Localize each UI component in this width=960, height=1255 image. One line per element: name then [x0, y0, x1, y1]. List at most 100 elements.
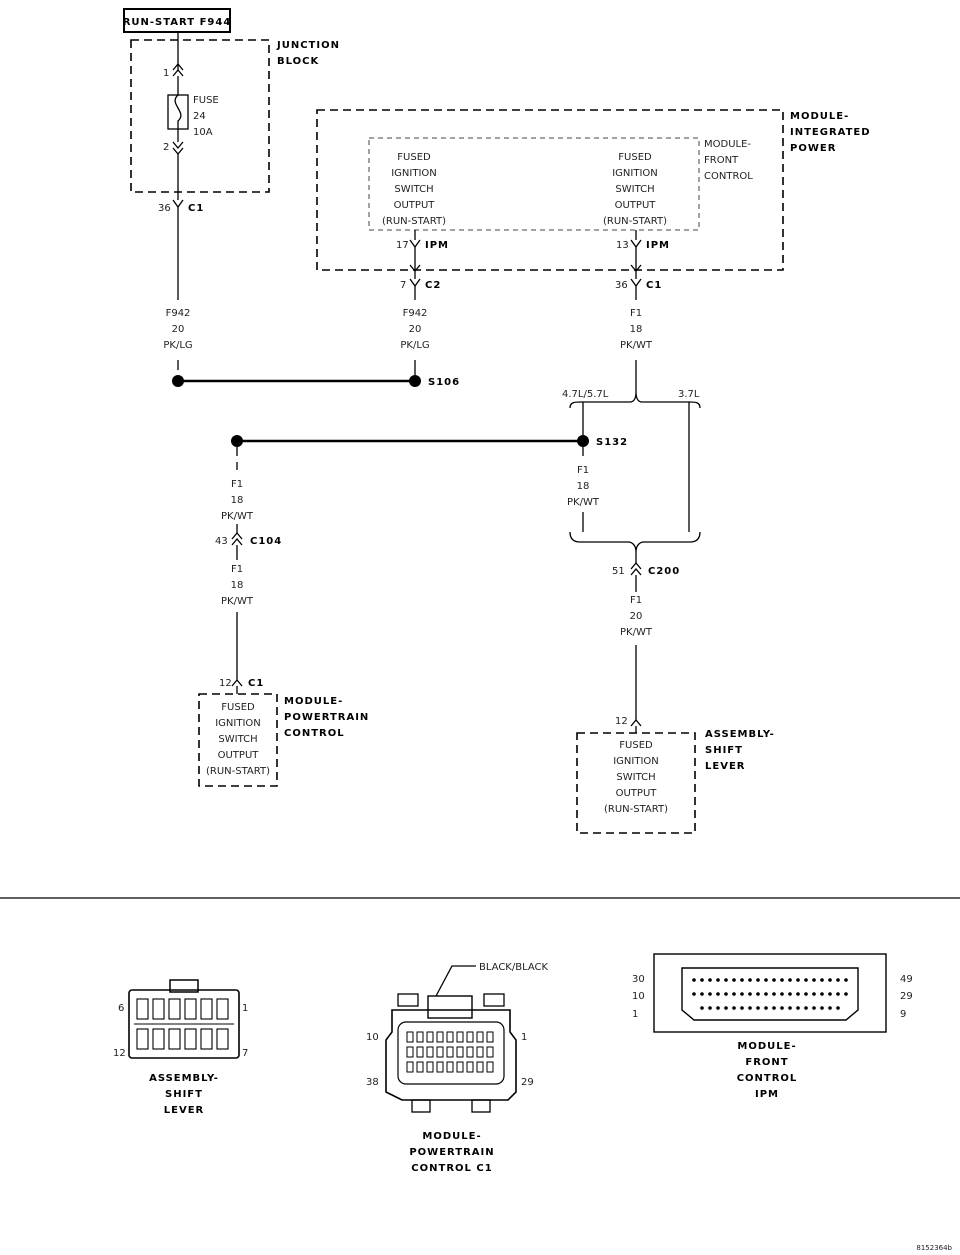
svg-text:IGNITION: IGNITION — [215, 718, 261, 729]
shift-conn-label-2: SHIFT — [165, 1089, 203, 1100]
fuse-number: 24 — [193, 111, 206, 122]
fcm-pin-10: 10 — [632, 991, 645, 1002]
pcm-pin-1: 1 — [521, 1032, 527, 1043]
svg-text:SWITCH: SWITCH — [615, 184, 654, 195]
pcm-conn-label-1: MODULE- — [422, 1131, 481, 1142]
pcm-label-1: MODULE- — [284, 696, 343, 707]
mfc-label-3: CONTROL — [704, 171, 753, 182]
svg-text:(RUN-START): (RUN-START) — [206, 766, 270, 777]
svg-text:SWITCH: SWITCH — [218, 734, 257, 745]
pcm-label-2: POWERTRAIN — [284, 712, 369, 723]
c1-right-name: C1 — [646, 280, 662, 291]
wire-f1-a-gauge: 18 — [630, 324, 643, 335]
engine-variant-bracket — [569, 391, 701, 409]
wire-f942-a-gauge: 20 — [172, 324, 185, 335]
wire-f1-d-gauge: 18 — [231, 580, 244, 591]
pcm-pin-29: 29 — [521, 1077, 534, 1088]
c200-name: C200 — [648, 566, 680, 577]
fcm-ipm-connector-icon — [653, 953, 887, 1033]
shift-label-3: LEVER — [705, 761, 745, 772]
pcm-c1-connector-icon — [385, 965, 517, 1113]
ipm-right-pin: 13 — [616, 240, 629, 251]
c1-right-pin: 36 — [615, 280, 628, 291]
fcm-pin-29: 29 — [900, 991, 913, 1002]
splice-dot — [231, 435, 243, 447]
wire-f1-a-circuit: F1 — [630, 308, 642, 319]
wire-f1-e-color: PK/WT — [620, 627, 653, 638]
fcm-conn-label-1: MODULE- — [737, 1041, 796, 1052]
svg-text:SWITCH: SWITCH — [394, 184, 433, 195]
shift-pin-12: 12 — [113, 1048, 126, 1059]
ipm-right-name: IPM — [646, 240, 670, 251]
fcm-conn-label-3: CONTROL — [737, 1073, 798, 1084]
wire-f1-c-circuit: F1 — [231, 479, 243, 490]
mfc-output-right: FUSED IGNITION SWITCH OUTPUT (RUN-START) — [603, 152, 667, 227]
shift-lever-box — [576, 732, 696, 834]
c200-pin: 51 — [612, 566, 625, 577]
svg-text:FUSED: FUSED — [619, 740, 653, 751]
mfc-output-left: FUSED IGNITION SWITCH OUTPUT (RUN-START) — [382, 152, 446, 227]
svg-text:FUSED: FUSED — [397, 152, 431, 163]
pcm-conn-pin: 12 — [219, 678, 232, 689]
pcm-conn-label-3: CONTROL C1 — [411, 1163, 492, 1174]
mfc-label-2: FRONT — [704, 155, 739, 166]
circuit-label-box — [123, 8, 231, 33]
fcm-pin-9: 9 — [900, 1009, 906, 1020]
junction-block-label-2: BLOCK — [277, 56, 319, 67]
wire-f942-a-color: PK/LG — [163, 340, 192, 351]
splice-s132-dot — [577, 435, 589, 447]
shift-conn-label-1: ASSEMBLY- — [149, 1073, 219, 1084]
jb-c1-name: C1 — [188, 203, 204, 214]
wire-f1-d-circuit: F1 — [231, 564, 243, 575]
pcm-c1-callout: BLACK/BLACK — [479, 962, 549, 973]
wire-f942-b-color: PK/LG — [400, 340, 429, 351]
figure-id: 8152364b — [916, 1244, 952, 1252]
svg-text:OUTPUT: OUTPUT — [616, 788, 658, 799]
shift-pin-6: 6 — [118, 1003, 124, 1014]
shift-lever-connector-icon — [128, 979, 240, 1059]
pcm-conn-name: C1 — [248, 678, 264, 689]
junction-block-box — [130, 39, 270, 193]
svg-text:(RUN-START): (RUN-START) — [604, 804, 668, 815]
wire-f1-b-gauge: 18 — [577, 481, 590, 492]
wire-f942-b-circuit: F942 — [403, 308, 428, 319]
wire-f1-c-color: PK/WT — [221, 511, 254, 522]
jb-pin-bottom: 2 — [163, 142, 169, 153]
splice-s106-dot — [409, 375, 421, 387]
mfc-box — [368, 137, 700, 231]
ipm-left-pin: 17 — [396, 240, 409, 251]
pcm-label-3: CONTROL — [284, 728, 345, 739]
junction-block-label-1: JUNCTION — [276, 40, 340, 51]
shift-label-1: ASSEMBLY- — [705, 729, 775, 740]
fcm-pin-49: 49 — [900, 974, 913, 985]
wire-f1-d-color: PK/WT — [221, 596, 254, 607]
svg-text:FUSED: FUSED — [618, 152, 652, 163]
pcm-box — [198, 693, 278, 787]
svg-text:(RUN-START): (RUN-START) — [603, 216, 667, 227]
mip-label-1: MODULE- — [790, 111, 849, 122]
fcm-pin-30: 30 — [632, 974, 645, 985]
wire-f942-b-gauge: 20 — [409, 324, 422, 335]
mip-label-3: POWER — [790, 143, 836, 154]
svg-text:FUSED: FUSED — [221, 702, 255, 713]
pcm-conn-label-2: POWERTRAIN — [409, 1147, 494, 1158]
pcm-pin-38: 38 — [366, 1077, 379, 1088]
pcm-pin-10: 10 — [366, 1032, 379, 1043]
svg-text:OUTPUT: OUTPUT — [394, 200, 436, 211]
wire-f1-c-gauge: 18 — [231, 495, 244, 506]
circuit-label: RUN-START F944 — [123, 17, 232, 28]
svg-text:IGNITION: IGNITION — [391, 168, 437, 179]
shift-pin-7: 7 — [242, 1048, 248, 1059]
splice-s106-label: S106 — [428, 377, 460, 388]
svg-text:(RUN-START): (RUN-START) — [382, 216, 446, 227]
engine-right-label: 3.7L — [678, 389, 700, 400]
fcm-conn-label-2: FRONT — [745, 1057, 788, 1068]
mfc-label-1: MODULE- — [704, 139, 751, 150]
svg-text:OUTPUT: OUTPUT — [615, 200, 657, 211]
shift-label-2: SHIFT — [705, 745, 743, 756]
shift-conn-label-3: LEVER — [164, 1105, 204, 1116]
fcm-pin-1: 1 — [632, 1009, 638, 1020]
svg-text:IGNITION: IGNITION — [613, 756, 659, 767]
shift-lever-output: FUSED IGNITION SWITCH OUTPUT (RUN-START) — [604, 740, 668, 815]
wire-f1-e-gauge: 20 — [630, 611, 643, 622]
